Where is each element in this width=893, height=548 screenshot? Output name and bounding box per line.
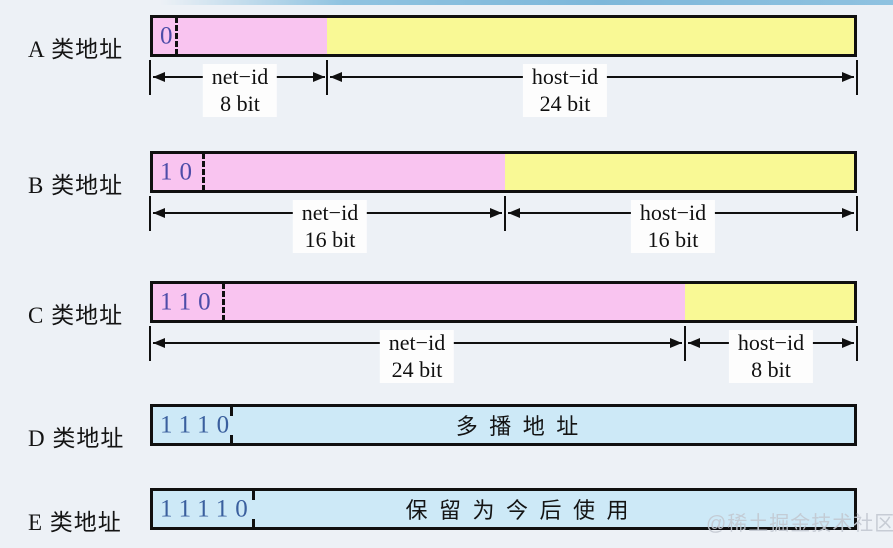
dimension-tick: [149, 326, 151, 361]
hostid-name: host−id: [639, 200, 707, 225]
arrowhead-left: [508, 208, 520, 218]
arrowhead-right: [490, 208, 502, 218]
class-a-netid-segment: [153, 18, 327, 54]
class-b-prefix-separator: [202, 153, 205, 191]
class-d-prefix-bits: 1110: [160, 411, 237, 439]
dimension-tick: [326, 60, 328, 95]
class-b-netid-dimension-label: net−id 16 bit: [292, 200, 368, 253]
class-d-bar: 1110 多 播 地 址: [150, 404, 857, 446]
top-edge-strip: [160, 0, 893, 5]
netid-bits: 24 bit: [391, 357, 443, 382]
class-b-hostid-dimension-label: host−id 16 bit: [630, 200, 716, 253]
class-c-prefix-bits: 110: [160, 288, 218, 316]
class-d-prefix-separator: [230, 435, 233, 443]
arrowhead-right: [842, 338, 854, 348]
class-a-label: A 类地址: [28, 37, 124, 62]
class-e-body-segment: [153, 491, 854, 527]
hostid-bits: 8 bit: [751, 357, 791, 382]
dimension-tick: [149, 196, 151, 231]
dimension-tick: [856, 196, 858, 231]
class-b-hostid-segment: [505, 154, 854, 190]
class-c-hostid-segment: [685, 284, 854, 320]
arrowhead-right: [842, 72, 854, 82]
arrowhead-left: [153, 338, 165, 348]
netid-bits: 16 bit: [304, 227, 356, 252]
class-a-hostid-segment: [327, 18, 854, 54]
watermark: @稀土掘金技术社区: [706, 513, 893, 535]
hostid-name: host−id: [737, 330, 805, 355]
class-e-bar: 11110 保 留 为 今 后 使 用: [150, 488, 857, 530]
class-b-bar: 10: [150, 151, 857, 193]
class-b-label: B 类地址: [28, 173, 124, 198]
netid-name: net−id: [388, 330, 446, 355]
arrowhead-right: [842, 208, 854, 218]
class-c-netid-segment: [153, 284, 685, 320]
class-e-label: E 类地址: [28, 510, 122, 535]
arrowhead-left: [330, 72, 342, 82]
class-d-label: D 类地址: [28, 426, 125, 451]
dimension-tick: [856, 326, 858, 361]
dimension-tick: [856, 60, 858, 95]
class-a-bar: 0: [150, 15, 857, 57]
dimension-tick: [504, 196, 506, 231]
arrowhead-left: [153, 72, 165, 82]
class-c-hostid-dimension-label: host−id 8 bit: [728, 330, 814, 383]
netid-name: net−id: [301, 200, 359, 225]
class-c-label: C 类地址: [28, 303, 124, 328]
class-c-netid-dimension-label: net−id 24 bit: [379, 330, 455, 383]
class-c-prefix-separator: [222, 283, 225, 321]
class-e-prefix-separator: [252, 519, 255, 527]
arrowhead-left: [153, 208, 165, 218]
class-e-prefix-separator: [252, 491, 255, 500]
class-b-netid-segment: [153, 154, 505, 190]
class-d-prefix-separator: [230, 407, 233, 416]
hostid-name: host−id: [531, 64, 599, 89]
hostid-bits: 24 bit: [539, 91, 591, 116]
netid-bits: 8 bit: [220, 91, 260, 116]
class-d-description: 多 播 地 址: [455, 414, 582, 439]
class-a-hostid-dimension-label: host−id 24 bit: [522, 64, 608, 117]
arrowhead-right: [670, 338, 682, 348]
arrowhead-right: [313, 72, 325, 82]
class-a-prefix-bits: 0: [160, 22, 180, 50]
dimension-tick: [149, 60, 151, 95]
class-d-body-segment: [153, 407, 854, 443]
class-b-prefix-bits: 10: [160, 158, 199, 186]
dimension-tick: [684, 326, 686, 361]
class-e-prefix-bits: 11110: [160, 495, 255, 523]
class-c-bar: 110: [150, 281, 857, 323]
class-a-netid-dimension-label: net−id 8 bit: [202, 64, 278, 117]
class-a-prefix-separator: [175, 17, 178, 55]
arrowhead-left: [688, 338, 700, 348]
netid-name: net−id: [211, 64, 269, 89]
hostid-bits: 16 bit: [647, 227, 699, 252]
class-e-description: 保 留 为 今 后 使 用: [405, 498, 632, 523]
